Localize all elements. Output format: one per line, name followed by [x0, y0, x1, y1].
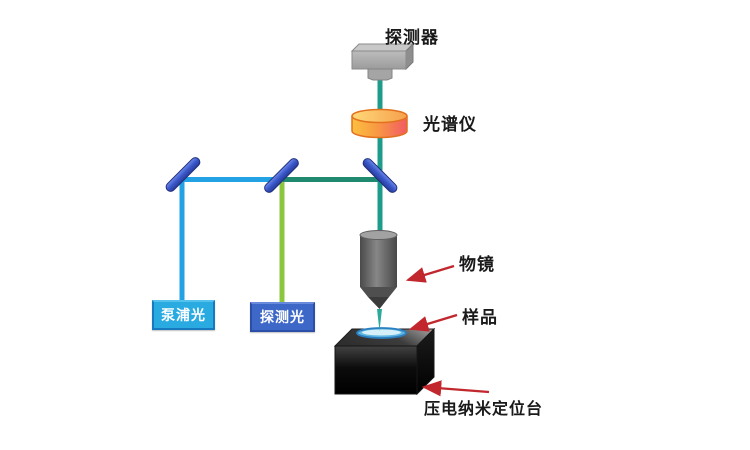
spectrometer-top: [351, 108, 408, 124]
probe-light-box: 探测光: [250, 302, 315, 332]
stage-front-face: [334, 345, 418, 395]
objective-top: [359, 230, 398, 240]
probe-light-label: 探测光: [260, 309, 305, 325]
objective-body: [360, 235, 397, 287]
beam-splitter-icon-middle: [264, 158, 299, 193]
pump-light-box: 泵浦光: [152, 300, 215, 330]
detector-label: 探测器: [385, 28, 439, 47]
sample-arrow: [408, 313, 458, 332]
objective-label: 物镜: [459, 255, 495, 274]
pump-beam-horizontal: [181, 177, 283, 182]
mirror-icon-left: [165, 157, 201, 192]
focus-beam: [377, 309, 382, 331]
objective-taper: [360, 287, 397, 297]
sample-dish-inner: [362, 329, 401, 336]
objective-arrow: [405, 264, 455, 283]
beam-splitter-icon-right: [362, 158, 398, 193]
objective-tip: [368, 297, 389, 309]
probe-beam-vertical: [279, 181, 285, 302]
detector-front-face: [351, 50, 407, 70]
objective-icon: [359, 230, 398, 309]
detector-stub: [367, 68, 393, 81]
stage-label: 压电纳米定位台: [424, 401, 544, 418]
combined-beam-horizontal: [283, 177, 380, 182]
detector-icon: [350, 42, 415, 81]
pump-beam-vertical: [179, 179, 185, 300]
sample-label: 样品: [462, 308, 498, 327]
spectrometer-label: 光谱仪: [423, 115, 477, 134]
signal-beam-vertical: [377, 79, 383, 233]
stage-arrow: [421, 380, 490, 397]
spectrometer-icon: [351, 108, 408, 139]
piezo-stage-icon: [333, 327, 436, 396]
pump-light-label: 泵浦光: [161, 307, 206, 323]
